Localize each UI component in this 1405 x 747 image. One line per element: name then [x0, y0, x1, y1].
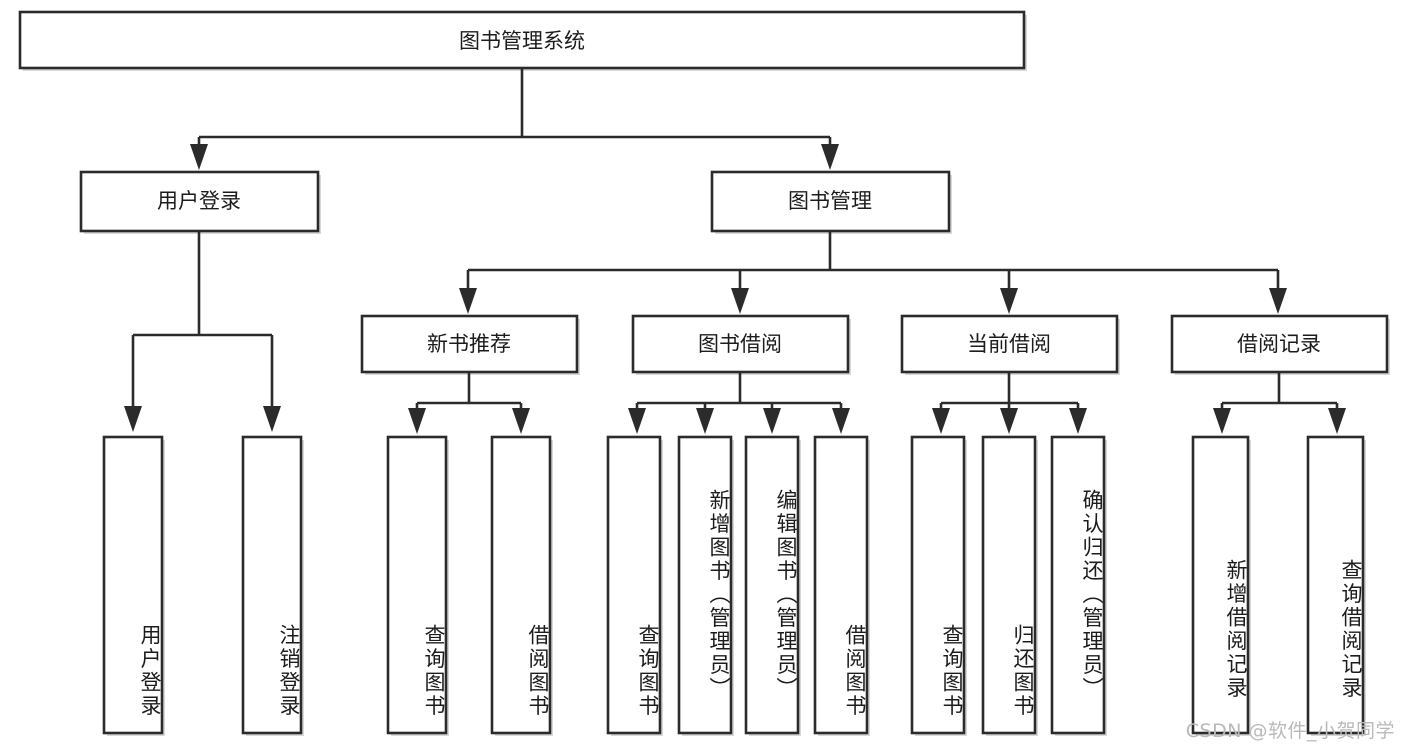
arrow-to-br-leaf-1: [1213, 408, 1231, 434]
leaf-box-bb-borrow-book[interactable]: [813, 435, 869, 735]
new-book-recommend-box[interactable]: [360, 314, 579, 374]
arrow-to-bb-leaf-3: [763, 408, 781, 434]
leaf-box-cb-query-book[interactable]: [910, 435, 966, 735]
leaf-box-cb-confirm-return[interactable]: [1050, 435, 1106, 735]
leaf-box-logout[interactable]: [241, 435, 303, 735]
arrow-to-cb-leaf-2: [1000, 408, 1018, 434]
current-borrow-box[interactable]: [900, 314, 1119, 374]
arrow-to-nbr-leaf-2: [512, 408, 530, 434]
arrow-to-cb-leaf-1: [932, 408, 950, 434]
new-book-recommend-label: 新书推荐: [427, 332, 511, 356]
csdn-watermark: CSDN @软件_小贺同学: [1185, 720, 1395, 742]
arrow-to-book-borrow: [731, 288, 749, 314]
borrow-record-label: 借阅记录: [1237, 332, 1321, 356]
user-login-box[interactable]: [79, 170, 320, 233]
book-manage-box[interactable]: [710, 170, 951, 233]
root-label: 图书管理系统: [459, 29, 585, 53]
arrow-to-borrow-record: [1269, 288, 1287, 314]
root-box[interactable]: [18, 10, 1026, 70]
user-login-label: 用户登录: [157, 189, 241, 213]
leaf-box-bb-query-book[interactable]: [606, 435, 662, 735]
arrow-to-bb-leaf-4: [832, 408, 850, 434]
leaf-box-br-add-record[interactable]: [1191, 435, 1250, 735]
leaf-box-nbr-borrow-book[interactable]: [490, 435, 552, 735]
leaf-box-br-query-record[interactable]: [1306, 435, 1365, 735]
arrow-to-bb-leaf-2: [696, 408, 714, 434]
arrow-to-current-borrow: [1000, 288, 1018, 314]
arrow-to-user-login-leaf-2: [263, 406, 281, 432]
arrow-to-cb-leaf-3: [1069, 408, 1087, 434]
arrow-to-book-manage: [821, 144, 839, 170]
current-borrow-label: 当前借阅: [967, 332, 1051, 356]
arrow-to-nbr-leaf-1: [408, 408, 426, 434]
book-manage-label: 图书管理: [788, 189, 872, 213]
arrow-to-bb-leaf-1: [628, 408, 646, 434]
leaf-box-nbr-query-book[interactable]: [386, 435, 448, 735]
leaf-box-user-login[interactable]: [102, 435, 164, 735]
leaf-box-bb-edit-book[interactable]: [744, 435, 800, 735]
arrow-to-new-book-recommend: [459, 288, 477, 314]
leaf-box-cb-return-book[interactable]: [981, 435, 1037, 735]
arrow-to-user-login: [190, 144, 208, 170]
book-borrow-label: 图书借阅: [698, 332, 782, 356]
leaf-box-bb-add-book[interactable]: [677, 435, 733, 735]
arrow-to-user-login-leaf-1: [124, 406, 142, 432]
arrow-to-br-leaf-2: [1328, 408, 1346, 434]
borrow-record-box[interactable]: [1170, 314, 1389, 374]
